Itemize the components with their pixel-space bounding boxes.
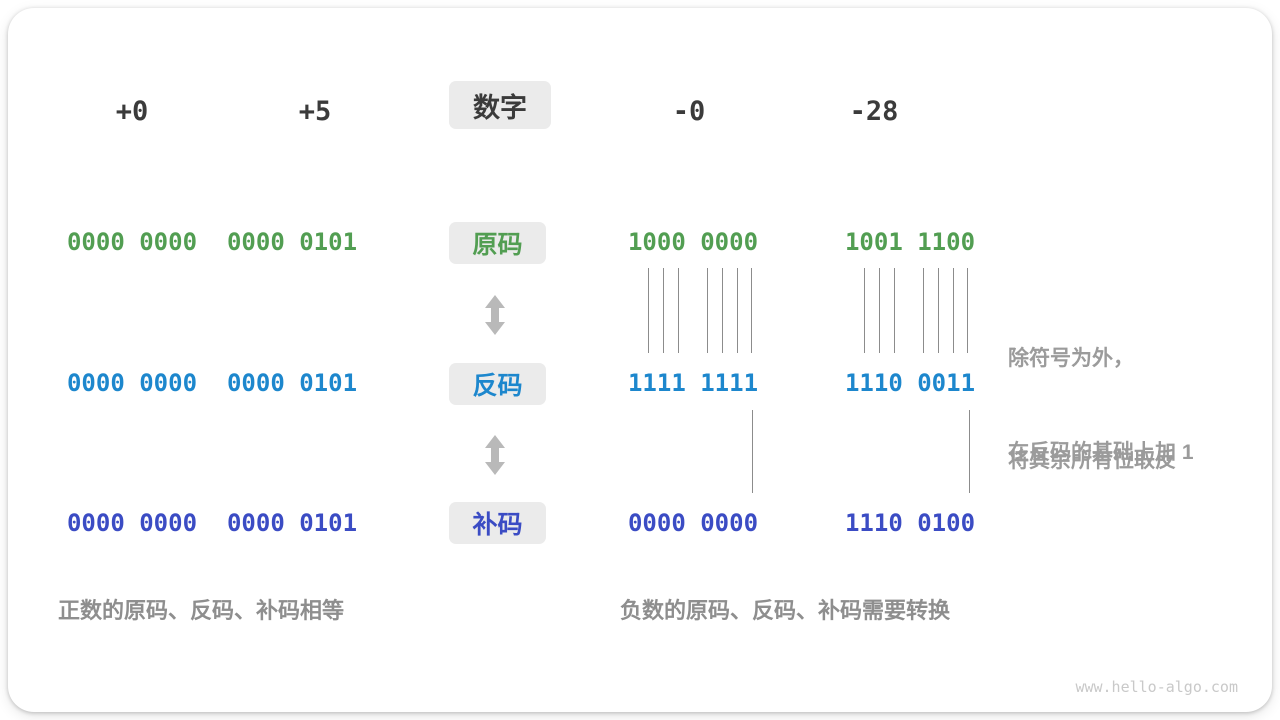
bit-transform-line <box>752 410 753 493</box>
bit-transform-line <box>969 410 970 493</box>
sign-magnitude-minus0: 1000 0000 <box>627 228 759 256</box>
ones-complement-minus28: 1110 0011 <box>844 369 976 397</box>
invert-annotation: 除符号为外， 将其余所有位取反 <box>1008 274 1176 546</box>
sign-magnitude-plus5: 0000 0101 <box>226 228 358 256</box>
updown-arrow-icon <box>485 295 505 335</box>
sign-magnitude-label-box: 原码 <box>449 222 546 264</box>
bit-transform-line <box>923 268 924 353</box>
ones-complement-label-box: 反码 <box>449 363 546 405</box>
watermark: www.hello-algo.com <box>1075 678 1238 696</box>
number-label-box: 数字 <box>449 81 551 129</box>
invert-annotation-line2: 将其余所有位取反 <box>1008 449 1176 472</box>
column-header-plus0: +0 <box>115 96 149 127</box>
invert-annotation-line1: 除符号为外， <box>1008 347 1134 370</box>
bit-transform-line <box>864 268 865 353</box>
bit-transform-line <box>722 268 723 353</box>
sign-magnitude-plus0: 0000 0000 <box>66 228 198 256</box>
negative-caption: 负数的原码、反码、补码需要转换 <box>620 598 951 623</box>
diagram-card: +0 +5 -0 -28 数字 0000 0000 0000 0101 1000… <box>8 8 1272 712</box>
twos-complement-minus0: 0000 0000 <box>627 509 759 537</box>
column-header-minus28: -28 <box>849 96 899 127</box>
bit-transform-line <box>938 268 939 353</box>
column-header-plus5: +5 <box>298 96 332 127</box>
twos-complement-minus28: 1110 0100 <box>844 509 976 537</box>
bit-transform-line <box>663 268 664 353</box>
ones-complement-minus0: 1111 1111 <box>627 369 759 397</box>
updown-arrow-icon <box>485 435 505 475</box>
ones-complement-plus0: 0000 0000 <box>66 369 198 397</box>
bit-transform-line <box>648 268 649 353</box>
bit-transform-line <box>967 268 968 353</box>
bit-transform-line <box>737 268 738 353</box>
twos-complement-plus5: 0000 0101 <box>226 509 358 537</box>
bit-transform-line <box>678 268 679 353</box>
bit-transform-line <box>894 268 895 353</box>
positive-caption: 正数的原码、反码、补码相等 <box>58 598 345 623</box>
bit-transform-line <box>751 268 752 353</box>
sign-magnitude-minus28: 1001 1100 <box>844 228 976 256</box>
bit-transform-line <box>879 268 880 353</box>
column-header-minus0: -0 <box>672 96 706 127</box>
twos-complement-plus0: 0000 0000 <box>66 509 198 537</box>
ones-complement-plus5: 0000 0101 <box>226 369 358 397</box>
twos-complement-label-box: 补码 <box>449 502 546 544</box>
add-one-annotation: 在反码的基础上加 1 <box>1008 441 1194 464</box>
bit-transform-line <box>707 268 708 353</box>
bit-transform-line <box>953 268 954 353</box>
